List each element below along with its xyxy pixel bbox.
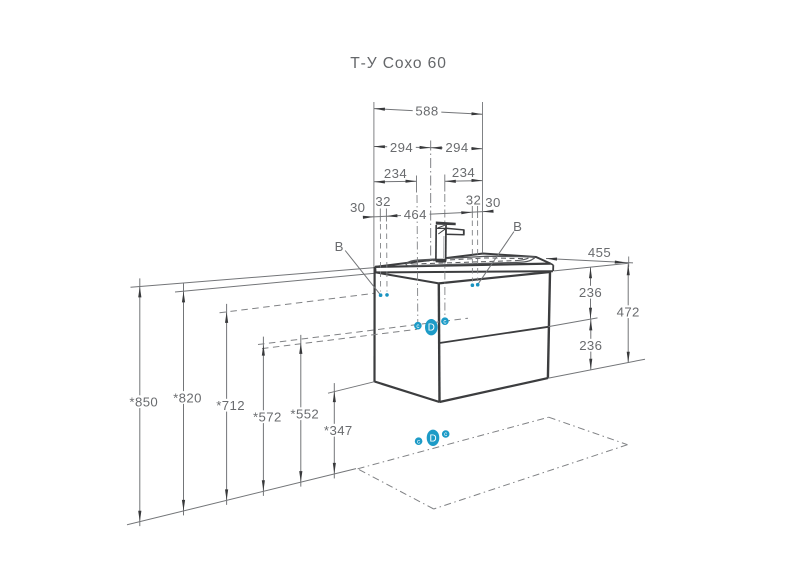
svg-text:*712: *712 [216, 398, 245, 413]
svg-text:B: B [335, 239, 344, 254]
svg-text:B: B [513, 219, 522, 234]
svg-text:c: c [443, 318, 446, 325]
svg-text:234: 234 [452, 165, 475, 180]
svg-text:c: c [444, 431, 447, 438]
svg-text:294: 294 [445, 140, 468, 155]
svg-text:c: c [417, 438, 420, 445]
svg-text:*552: *552 [290, 407, 319, 422]
svg-text:c: c [416, 323, 419, 330]
svg-text:D: D [429, 433, 436, 444]
svg-text:30: 30 [485, 195, 500, 210]
svg-text:234: 234 [384, 166, 407, 181]
svg-text:*347: *347 [324, 423, 353, 438]
svg-text:294: 294 [390, 140, 413, 155]
svg-text:236: 236 [579, 338, 602, 353]
svg-text:*850: *850 [129, 395, 158, 410]
svg-text:236: 236 [579, 285, 602, 300]
svg-text:472: 472 [617, 305, 640, 320]
svg-text:*820: *820 [173, 390, 202, 405]
svg-text:Т-У Сохо 60: Т-У Сохо 60 [350, 55, 447, 72]
svg-text:*572: *572 [253, 410, 282, 425]
svg-text:464: 464 [404, 207, 427, 222]
svg-text:30: 30 [350, 200, 365, 215]
svg-text:32: 32 [466, 193, 481, 208]
svg-text:455: 455 [588, 245, 611, 260]
svg-text:588: 588 [415, 104, 438, 119]
svg-text:32: 32 [375, 194, 390, 209]
svg-text:D: D [428, 323, 435, 334]
